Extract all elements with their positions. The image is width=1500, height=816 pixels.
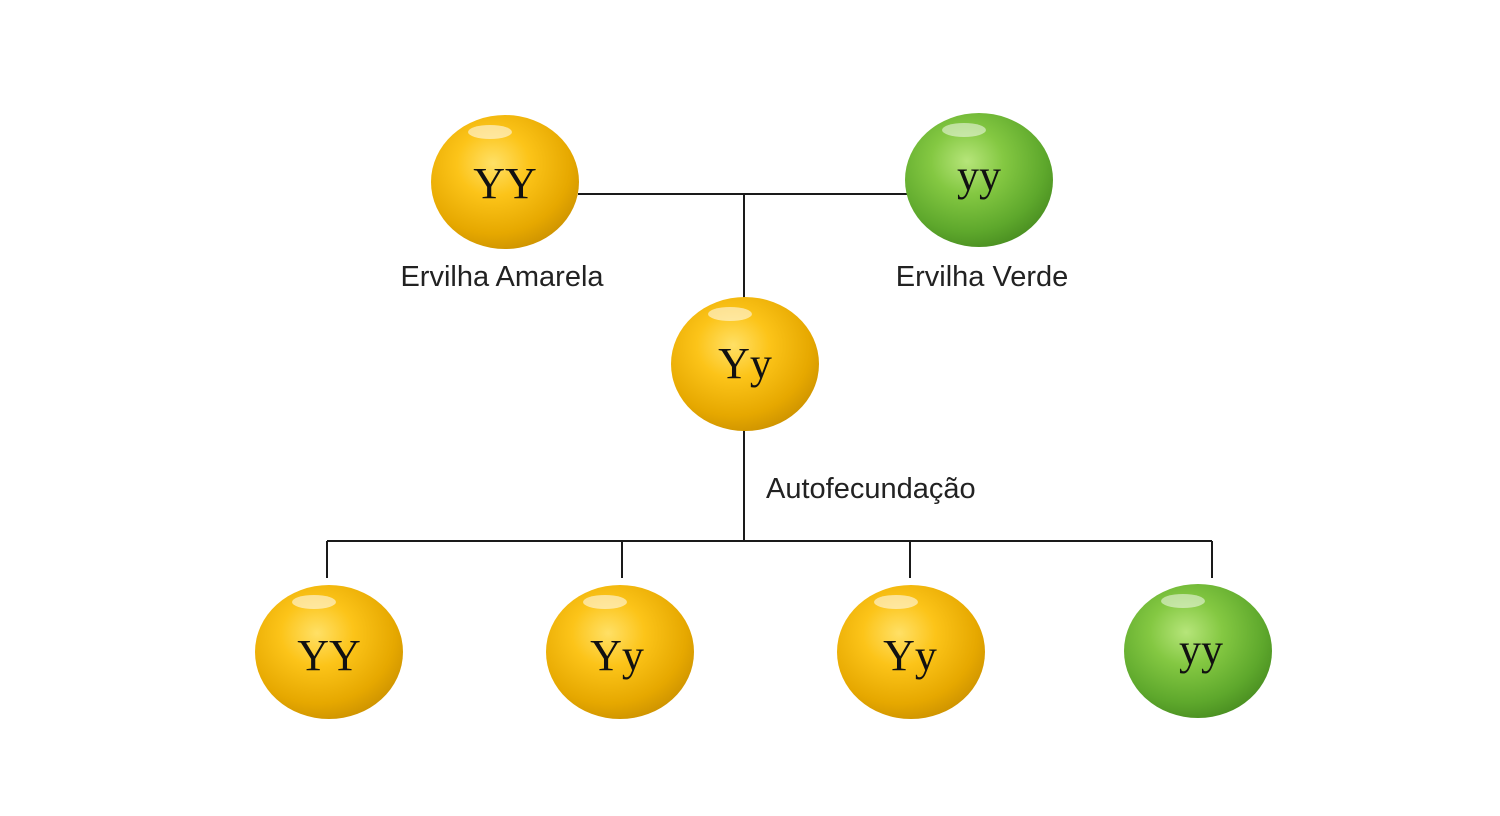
pea-highlight [292, 595, 336, 609]
pea-highlight [1161, 594, 1205, 608]
yellow-pea-icon [255, 585, 403, 719]
yellow-pea-icon [431, 115, 579, 249]
yellow-pea-icon [546, 585, 694, 719]
f2-genotype-2: Yy [590, 631, 644, 680]
pea-highlight [583, 595, 627, 609]
f1-genotype: Yy [718, 339, 772, 388]
f2-pea-1: YY [255, 585, 403, 719]
parent-yellow-label: Ervilha Amarela [400, 261, 604, 293]
f2-genotype-3: Yy [883, 631, 937, 680]
pea-highlight [874, 595, 918, 609]
parent-yellow-genotype: YY [473, 159, 537, 208]
f2-pea-2: Yy [546, 585, 694, 719]
yellow-pea-icon [671, 297, 819, 431]
f1-pea: Yy [671, 297, 819, 431]
f2-genotype-1: YY [297, 631, 361, 680]
parent-green-genotype: yy [957, 151, 1001, 200]
f2-pea-3: Yy [837, 585, 985, 719]
pea-highlight [708, 307, 752, 321]
parent-green-pea: yy [905, 113, 1053, 247]
parent-green-label: Ervilha Verde [896, 261, 1069, 293]
pea-highlight [468, 125, 512, 139]
yellow-pea-icon [837, 585, 985, 719]
connector-lines [326, 193, 1213, 578]
self-fertilization-label: Autofecundação [766, 473, 976, 505]
green-pea-icon [1124, 584, 1272, 718]
green-pea-icon [905, 113, 1053, 247]
f2-pea-4: yy [1124, 584, 1272, 718]
parent-yellow-pea: YY [431, 115, 579, 249]
pea-highlight [942, 123, 986, 137]
f2-genotype-4: yy [1179, 625, 1223, 674]
